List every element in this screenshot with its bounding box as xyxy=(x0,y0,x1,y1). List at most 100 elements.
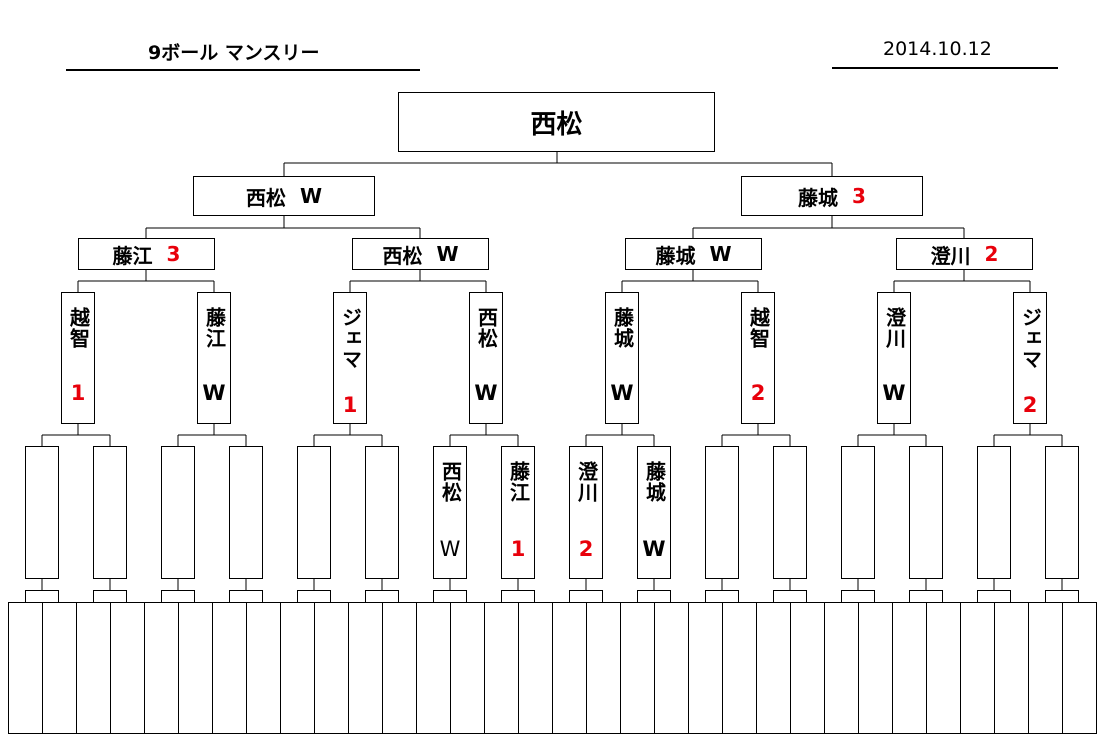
round32-result: W xyxy=(642,537,666,561)
entry-slot xyxy=(416,602,451,734)
round32-box-16 xyxy=(1045,446,1079,579)
round32-box-12 xyxy=(773,446,807,579)
quarterfinal-name: 藤城 xyxy=(655,243,696,268)
round16-result: 2 xyxy=(750,381,766,405)
entry-slot xyxy=(892,602,927,734)
entry-slot xyxy=(246,602,281,734)
round16-box-6: 越智 2 xyxy=(741,292,775,424)
round32-box-7: 西松 W xyxy=(433,446,467,579)
round16-result: W xyxy=(474,381,498,405)
semifinal-name: 藤城 xyxy=(798,185,839,210)
entry-slot xyxy=(484,602,519,734)
entry-slot xyxy=(178,602,213,734)
round16-name: 藤江 xyxy=(202,307,227,349)
entry-slot xyxy=(824,602,859,734)
round32-box-13 xyxy=(841,446,875,579)
round16-name: 越智 xyxy=(66,307,91,349)
round32-box-5 xyxy=(297,446,331,579)
round32-result: 2 xyxy=(578,537,594,561)
round16-result: 1 xyxy=(70,381,86,405)
round16-name: 澄川 xyxy=(882,307,907,349)
round16-box-2: 藤江 W xyxy=(197,292,231,424)
quarterfinal-name: 西松 xyxy=(382,243,423,268)
entry-slot xyxy=(620,602,655,734)
entry-slot xyxy=(8,602,43,734)
entry-slot xyxy=(960,602,995,734)
round16-name: ジェマ xyxy=(1018,307,1043,370)
semifinal-result: 3 xyxy=(852,184,866,208)
entry-slot xyxy=(450,602,485,734)
entry-slot xyxy=(858,602,893,734)
entry-slot xyxy=(382,602,417,734)
entry-slot xyxy=(314,602,349,734)
round16-result: W xyxy=(882,381,906,405)
date-underline xyxy=(832,67,1058,69)
quarterfinal-name: 澄川 xyxy=(930,243,971,268)
round32-result: 1 xyxy=(510,537,526,561)
round32-box-8: 藤江 1 xyxy=(501,446,535,579)
entry-slot xyxy=(42,602,77,734)
round32-box-9: 澄川 2 xyxy=(569,446,603,579)
entry-slot xyxy=(76,602,111,734)
quarterfinal-box-4: 澄川 2 xyxy=(896,238,1033,270)
title-underline xyxy=(66,69,420,71)
round32-box-14 xyxy=(909,446,943,579)
round32-name: 藤城 xyxy=(642,461,667,503)
entry-slot xyxy=(280,602,315,734)
tournament-date: 2014.10.12 xyxy=(883,38,992,60)
quarterfinal-result: 2 xyxy=(984,242,999,266)
entry-slot xyxy=(348,602,383,734)
round32-box-10: 藤城 W xyxy=(637,446,671,579)
semifinal-result: W xyxy=(299,184,323,208)
entry-slot xyxy=(212,602,247,734)
round16-result: 1 xyxy=(342,393,358,417)
semifinal-box-2: 藤城 3 xyxy=(741,176,923,216)
round32-box-1 xyxy=(25,446,59,579)
quarterfinal-box-1: 藤江 3 xyxy=(78,238,215,270)
tournament-title: 9ボール マンスリー xyxy=(148,42,320,64)
entry-slot xyxy=(144,602,179,734)
semifinal-name: 西松 xyxy=(245,185,286,210)
round16-result: W xyxy=(610,381,634,405)
round32-box-15 xyxy=(977,446,1011,579)
entry-slot xyxy=(722,602,757,734)
round32-box-11 xyxy=(705,446,739,579)
round16-name: ジェマ xyxy=(338,307,363,370)
round16-box-8: ジェマ 2 xyxy=(1013,292,1047,424)
entry-slot xyxy=(552,602,587,734)
entry-slot xyxy=(586,602,621,734)
round16-box-4: 西松 W xyxy=(469,292,503,424)
round32-box-4 xyxy=(229,446,263,579)
round32-box-6 xyxy=(365,446,399,579)
round16-result: W xyxy=(202,381,226,405)
quarterfinal-result: W xyxy=(436,242,459,266)
entry-slot xyxy=(994,602,1029,734)
round32-name: 西松 xyxy=(438,461,463,503)
quarterfinal-result: 3 xyxy=(166,242,181,266)
round16-box-3: ジェマ 1 xyxy=(333,292,367,424)
entry-slot xyxy=(110,602,145,734)
quarterfinal-box-2: 西松 W xyxy=(352,238,489,270)
semifinal-box-1: 西松 W xyxy=(193,176,375,216)
entry-slot xyxy=(926,602,961,734)
round32-name: 澄川 xyxy=(574,461,599,503)
round32-name: 藤江 xyxy=(506,461,531,503)
quarterfinal-name: 藤江 xyxy=(112,243,153,268)
champion-box: 西松 xyxy=(398,92,715,152)
entry-slot xyxy=(756,602,791,734)
entry-slot xyxy=(1062,602,1097,734)
entry-slot xyxy=(1028,602,1063,734)
round32-result: W xyxy=(439,537,461,561)
quarterfinal-result: W xyxy=(709,242,732,266)
round16-box-7: 澄川 W xyxy=(877,292,911,424)
round16-box-1: 越智 1 xyxy=(61,292,95,424)
entry-slot xyxy=(688,602,723,734)
round16-box-5: 藤城 W xyxy=(605,292,639,424)
entry-slot xyxy=(654,602,689,734)
round32-box-3 xyxy=(161,446,195,579)
round32-box-2 xyxy=(93,446,127,579)
round16-result: 2 xyxy=(1022,393,1038,417)
entry-slot xyxy=(518,602,553,734)
